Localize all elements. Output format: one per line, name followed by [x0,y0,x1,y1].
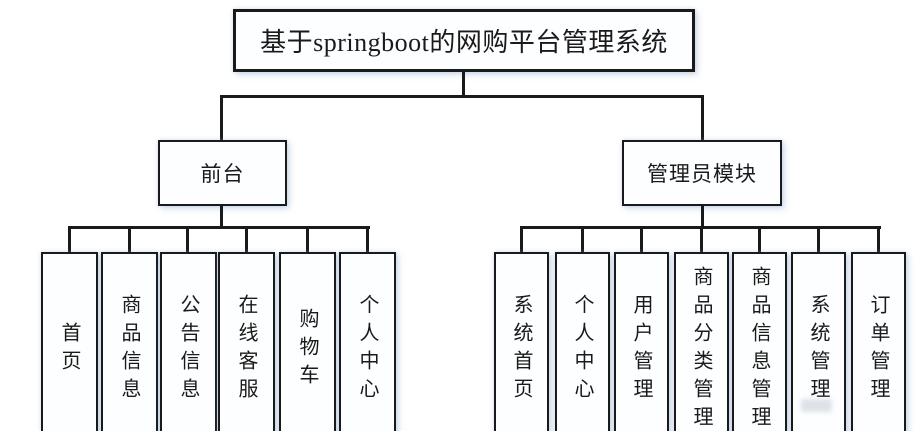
connector-leaf-drop [186,226,189,254]
leaf-node-user-management: 用户管理 [614,252,669,431]
leaf-node-product-info-management: 商品信息管理 [732,252,787,431]
leaf-node-order-management: 订单管理 [851,252,906,431]
connector-root-bus [220,95,704,98]
leaf-node-system-home: 系统首页 [494,252,549,431]
faint-watermark [801,399,832,412]
leaf-label: 公告信息 [177,294,199,406]
connector-left-bus [68,226,370,229]
leaf-node-product-category-management: 商品分类管理 [674,252,729,431]
connector-leaf-drop [128,226,131,254]
leaf-node-personal-center: 个人中心 [339,252,396,431]
connector-branch-right-drop [701,95,704,142]
connector-leaf-drop [877,226,880,254]
branch-node-admin: 管理员模块 [622,140,782,206]
connector-leaf-drop [581,226,584,254]
leaf-node-announcement-info: 公告信息 [160,252,217,431]
connector-leaf-drop [817,226,820,254]
connector-leaf-drop [640,226,643,254]
connector-root-stem [462,70,465,98]
connector-right-stem [701,204,704,228]
leaf-label: 首页 [58,322,80,378]
branch-node-frontend: 前台 [158,140,287,206]
leaf-label: 系统管理 [807,294,829,406]
leaf-node-online-service: 在线客服 [218,252,275,431]
leaf-label: 商品信息 [118,294,140,406]
leaf-label: 系统首页 [510,294,532,406]
leaf-label: 商品分类管理 [690,266,712,431]
branch-node-frontend-label: 前台 [200,162,245,186]
leaf-node-shopping-cart: 购物车 [279,252,336,431]
connector-leaf-drop [68,226,71,254]
connector-left-stem [220,204,223,228]
connector-leaf-drop [758,226,761,254]
connector-leaf-drop [306,226,309,254]
connector-leaf-drop [520,226,523,254]
leaf-node-home: 首页 [41,252,98,431]
leaf-label: 个人中心 [356,294,378,406]
leaf-node-system-management: 系统管理 [791,252,846,431]
connector-leaf-drop [366,226,369,254]
leaf-node-admin-personal-center: 个人中心 [555,252,610,431]
connector-branch-left-drop [220,95,223,142]
leaf-node-product-info: 商品信息 [101,252,158,431]
root-node: 基于springboot的网购平台管理系统 [233,9,695,72]
branch-node-admin-label: 管理员模块 [647,162,757,186]
connector-leaf-drop [245,226,248,254]
leaf-label: 商品信息管理 [748,266,770,431]
leaf-label: 购物车 [296,308,318,392]
leaf-label: 在线客服 [235,294,257,406]
leaf-label: 个人中心 [571,294,593,406]
root-node-label: 基于springboot的网购平台管理系统 [260,28,668,57]
leaf-label: 用户管理 [630,294,652,406]
connector-leaf-drop [700,226,703,254]
leaf-label: 订单管理 [867,294,889,406]
